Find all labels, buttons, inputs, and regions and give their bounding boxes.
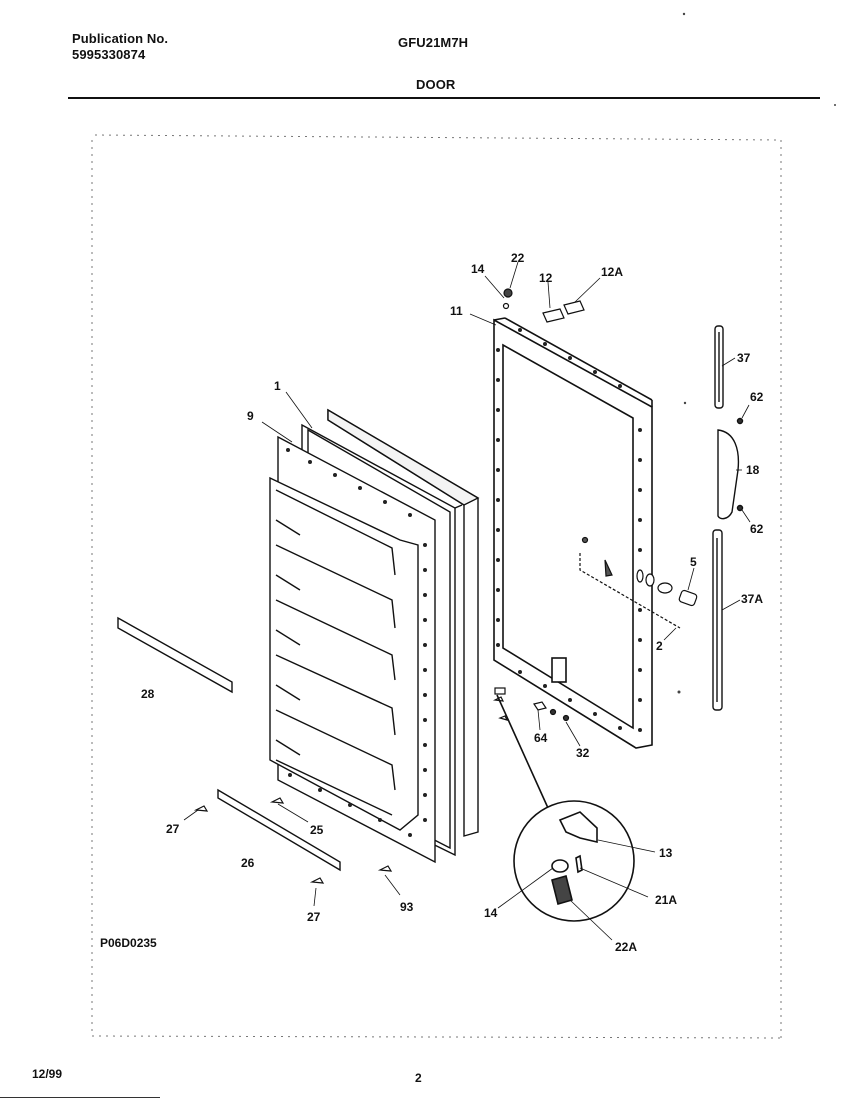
part-label-22a: 22A: [615, 940, 637, 954]
part-label-13: 13: [659, 846, 673, 860]
figure-code: P06D0235: [100, 936, 157, 950]
part-label-62-top: 62: [750, 390, 764, 404]
door-outer-panel: [327, 408, 480, 837]
part-label-14-top: 14: [471, 262, 485, 276]
part-label-27-left: 27: [166, 822, 180, 836]
diagram-frame: [91, 134, 782, 1039]
hinge-detail: [496, 694, 635, 922]
part-label-14-bottom: 14: [484, 906, 498, 920]
nameplates: [542, 300, 585, 323]
panel-screw-holes: [496, 328, 642, 732]
bottom-trim: [217, 788, 341, 872]
top-hinge-bushing: [502, 288, 513, 310]
part-label-21a: 21A: [655, 893, 677, 907]
part-label-93: 93: [400, 900, 414, 914]
footer-rule: [0, 1097, 160, 1098]
part-label-22: 22: [511, 251, 525, 265]
publication-number: 5995330874: [72, 47, 146, 62]
part-label-32: 32: [576, 746, 590, 760]
part-label-11: 11: [450, 304, 463, 318]
part-labels: 1 9 11 14 22 12 12A 37 62 18 62 5 37A 2 …: [141, 251, 764, 954]
part-label-9: 9: [247, 409, 254, 423]
part-label-2: 2: [656, 639, 663, 653]
footer-page-number: 2: [415, 1071, 422, 1085]
toe-plate: [117, 616, 233, 694]
model-number: GFU21M7H: [398, 35, 469, 50]
header-rule: [68, 97, 820, 99]
leader-lines: [183, 261, 751, 941]
section-title: DOOR: [416, 77, 456, 92]
part-label-25: 25: [310, 823, 324, 837]
part-label-28: 28: [141, 687, 155, 701]
handle-assembly: [712, 325, 744, 711]
part-label-64: 64: [534, 731, 548, 745]
part-label-5: 5: [690, 555, 697, 569]
part-label-27-bottom: 27: [307, 910, 321, 924]
door-inner-liner: [269, 435, 436, 864]
lock-assembly: [579, 536, 698, 629]
part-label-1: 1: [274, 379, 281, 393]
part-label-62-bottom: 62: [750, 522, 764, 536]
part-label-18: 18: [746, 463, 760, 477]
door-panel-frame: [493, 317, 653, 749]
publication-label: Publication No.: [72, 31, 169, 46]
part-label-12: 12: [539, 271, 553, 285]
part-label-26: 26: [241, 856, 255, 870]
part-label-37a: 37A: [741, 592, 763, 606]
part-label-12a: 12A: [601, 265, 623, 279]
footer-date: 12/99: [32, 1067, 63, 1081]
liner-screw-holes: [286, 448, 427, 837]
stray-marks: [677, 12, 836, 694]
part-label-37: 37: [737, 351, 751, 365]
